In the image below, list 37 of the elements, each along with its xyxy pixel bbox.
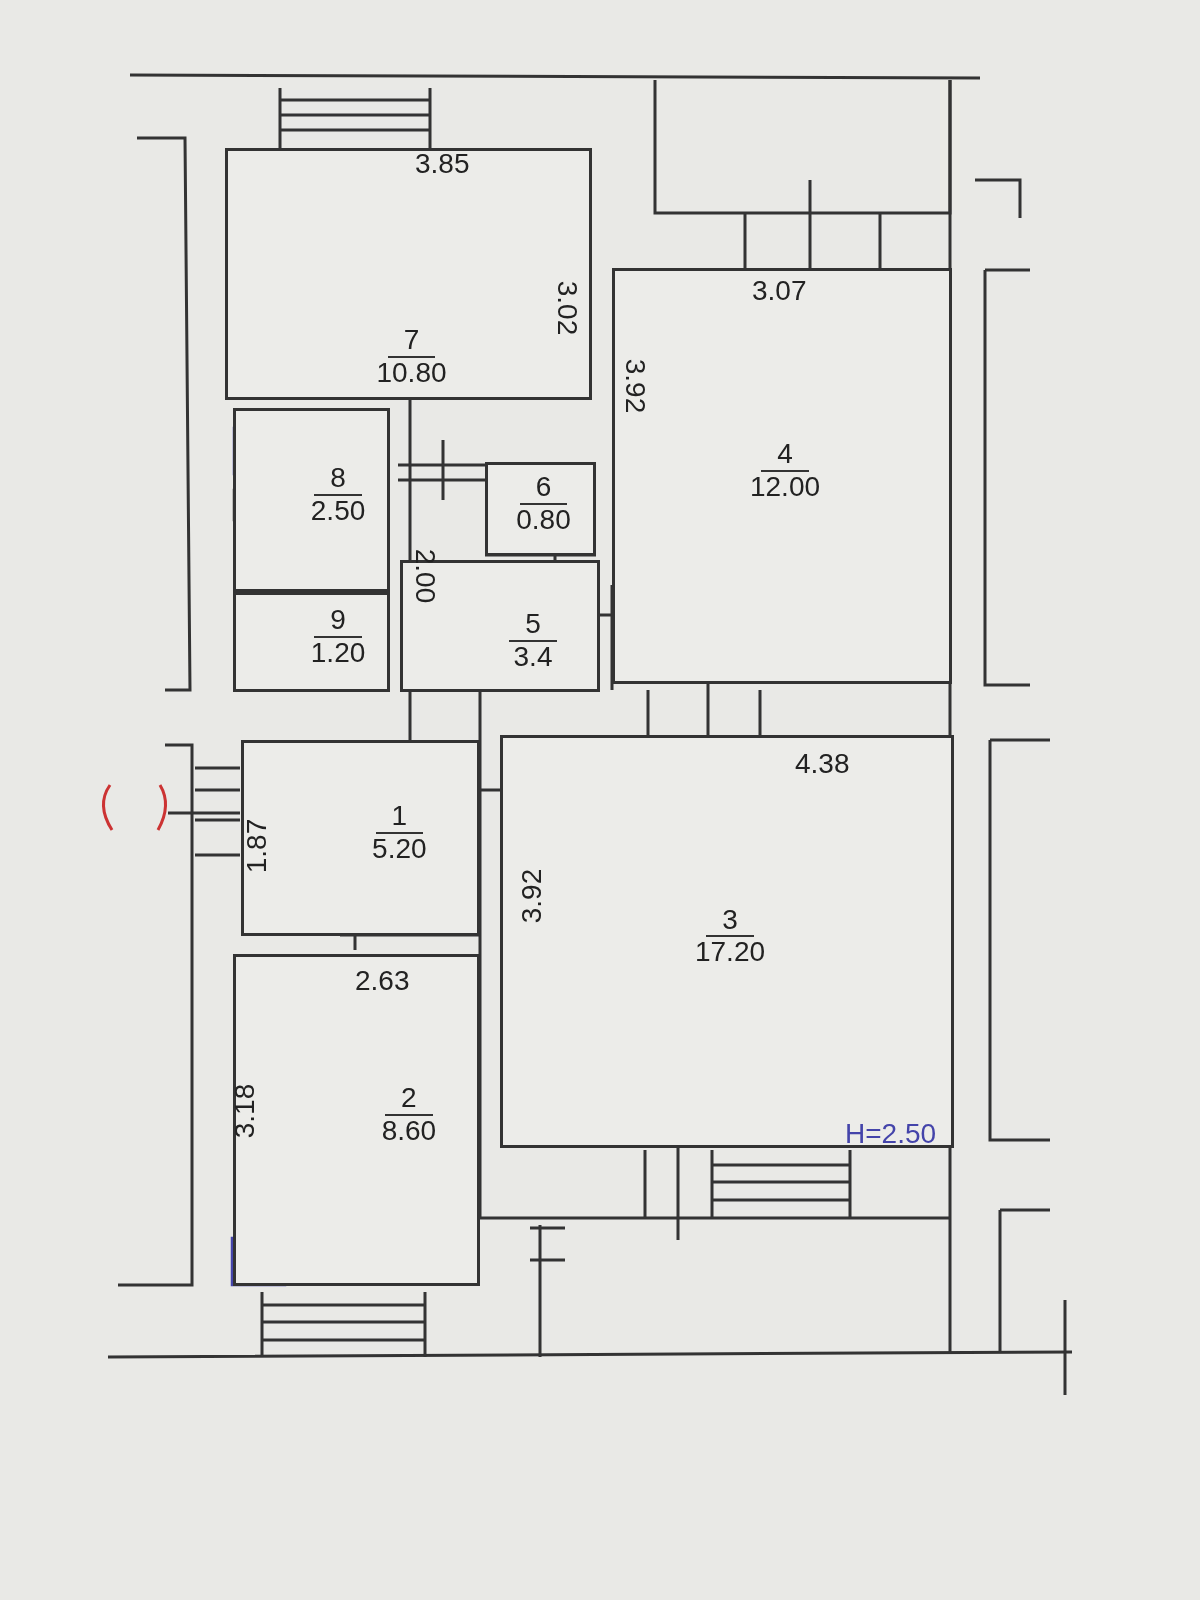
dimension-label: 2.00 bbox=[409, 548, 442, 604]
dimension-label: 3.07 bbox=[752, 275, 807, 307]
room-number: 1 bbox=[375, 801, 424, 834]
room-area: 17.20 bbox=[694, 937, 766, 969]
room-box bbox=[225, 148, 592, 400]
room-number: 4 bbox=[761, 439, 809, 472]
room-number: 7 bbox=[387, 325, 436, 358]
room-number: 9 bbox=[314, 605, 362, 638]
room-area: 5.20 bbox=[372, 833, 427, 865]
room-box bbox=[233, 954, 480, 1286]
room-box bbox=[485, 462, 596, 556]
ceiling-height-note: H=2.50 bbox=[845, 1118, 937, 1150]
room-area: 8.60 bbox=[381, 1115, 437, 1147]
room-number: 3 bbox=[706, 904, 754, 938]
dimension-label: 3.18 bbox=[229, 1083, 262, 1139]
dimension-label: 3.92 bbox=[619, 358, 652, 414]
room-area: 10.80 bbox=[376, 358, 447, 389]
room-area: 12.00 bbox=[749, 471, 821, 503]
room-box bbox=[612, 268, 952, 684]
room-area: 2.50 bbox=[310, 495, 366, 527]
room-area: 1.20 bbox=[310, 637, 366, 669]
room-area: 0.80 bbox=[516, 504, 571, 536]
room-box bbox=[233, 408, 390, 592]
room-number: 2 bbox=[385, 1083, 433, 1116]
room-area: 3.4 bbox=[513, 641, 553, 673]
dimension-label: 1.87 bbox=[241, 818, 274, 874]
room-number: 6 bbox=[519, 472, 568, 505]
dimension-label: 3.02 bbox=[551, 280, 584, 336]
room-box bbox=[233, 592, 390, 692]
dimension-label: 4.38 bbox=[795, 748, 850, 780]
dimension-label: 3.85 bbox=[415, 148, 470, 180]
room-box bbox=[241, 740, 480, 936]
dimension-label: 3.92 bbox=[516, 868, 549, 924]
room-box bbox=[500, 735, 954, 1148]
dimension-label: 2.63 bbox=[355, 965, 410, 997]
room-number: 5 bbox=[509, 608, 557, 642]
room-number: 8 bbox=[314, 463, 362, 496]
